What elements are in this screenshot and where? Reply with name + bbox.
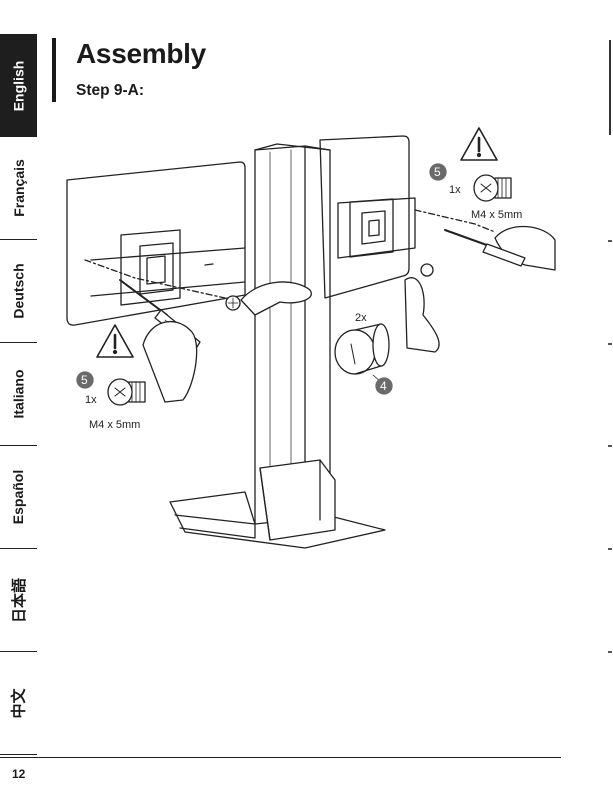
qty-knob: 2x xyxy=(355,312,367,324)
svg-text:5: 5 xyxy=(434,165,441,179)
warning-icon-right xyxy=(461,128,497,160)
title-accent-bar xyxy=(52,38,56,102)
tab-label: Deutsch xyxy=(11,263,27,318)
stand-base xyxy=(170,460,385,548)
page-title: Assembly xyxy=(76,38,206,70)
left-monitor xyxy=(67,162,245,325)
svg-text:4: 4 xyxy=(380,379,387,393)
tab-label: Italiano xyxy=(11,369,27,418)
tab-label: 日本語 xyxy=(8,577,29,622)
assembly-illustration: 5 5 4 1x M4 x 5mm 1x M4 x 5mm 2x xyxy=(55,120,565,560)
tab-italiano[interactable]: Italiano xyxy=(0,343,37,446)
page-edge-mark xyxy=(609,40,611,135)
screw-icon-right xyxy=(474,175,511,201)
part-badge-right: 5 xyxy=(430,164,446,180)
page-number: 12 xyxy=(12,767,25,781)
tab-japanese[interactable]: 日本語 xyxy=(0,549,37,652)
tab-espanol[interactable]: Español xyxy=(0,446,37,549)
right-monitor xyxy=(320,136,415,298)
tab-label: Español xyxy=(11,470,27,524)
tab-label: Français xyxy=(11,159,27,217)
part-badge-left: 5 xyxy=(77,372,93,388)
qty-left: 1x xyxy=(85,394,97,406)
edge-tick xyxy=(608,548,612,550)
edge-tick xyxy=(608,445,612,447)
language-tabs: English Français Deutsch Italiano Españo… xyxy=(0,34,37,755)
edge-tick xyxy=(608,240,612,242)
spec-left: M4 x 5mm xyxy=(89,419,140,431)
part-badge-knob: 4 xyxy=(376,378,392,394)
edge-tick xyxy=(608,343,612,345)
qty-right: 1x xyxy=(449,184,461,196)
spec-right: M4 x 5mm xyxy=(471,209,522,221)
tab-english[interactable]: English xyxy=(0,34,37,137)
svg-text:5: 5 xyxy=(81,373,88,387)
footer-divider xyxy=(0,757,561,758)
step-label: Step 9-A: xyxy=(76,82,144,100)
tab-francais[interactable]: Français xyxy=(0,137,37,240)
edge-tick xyxy=(608,651,612,653)
tab-chinese[interactable]: 中文 xyxy=(0,652,37,755)
warning-icon-left xyxy=(97,325,133,357)
tab-deutsch[interactable]: Deutsch xyxy=(0,240,37,343)
tab-label: 中文 xyxy=(8,688,29,718)
screw-icon-left xyxy=(108,379,145,405)
knob-part xyxy=(335,324,389,382)
tab-label: English xyxy=(11,60,27,111)
